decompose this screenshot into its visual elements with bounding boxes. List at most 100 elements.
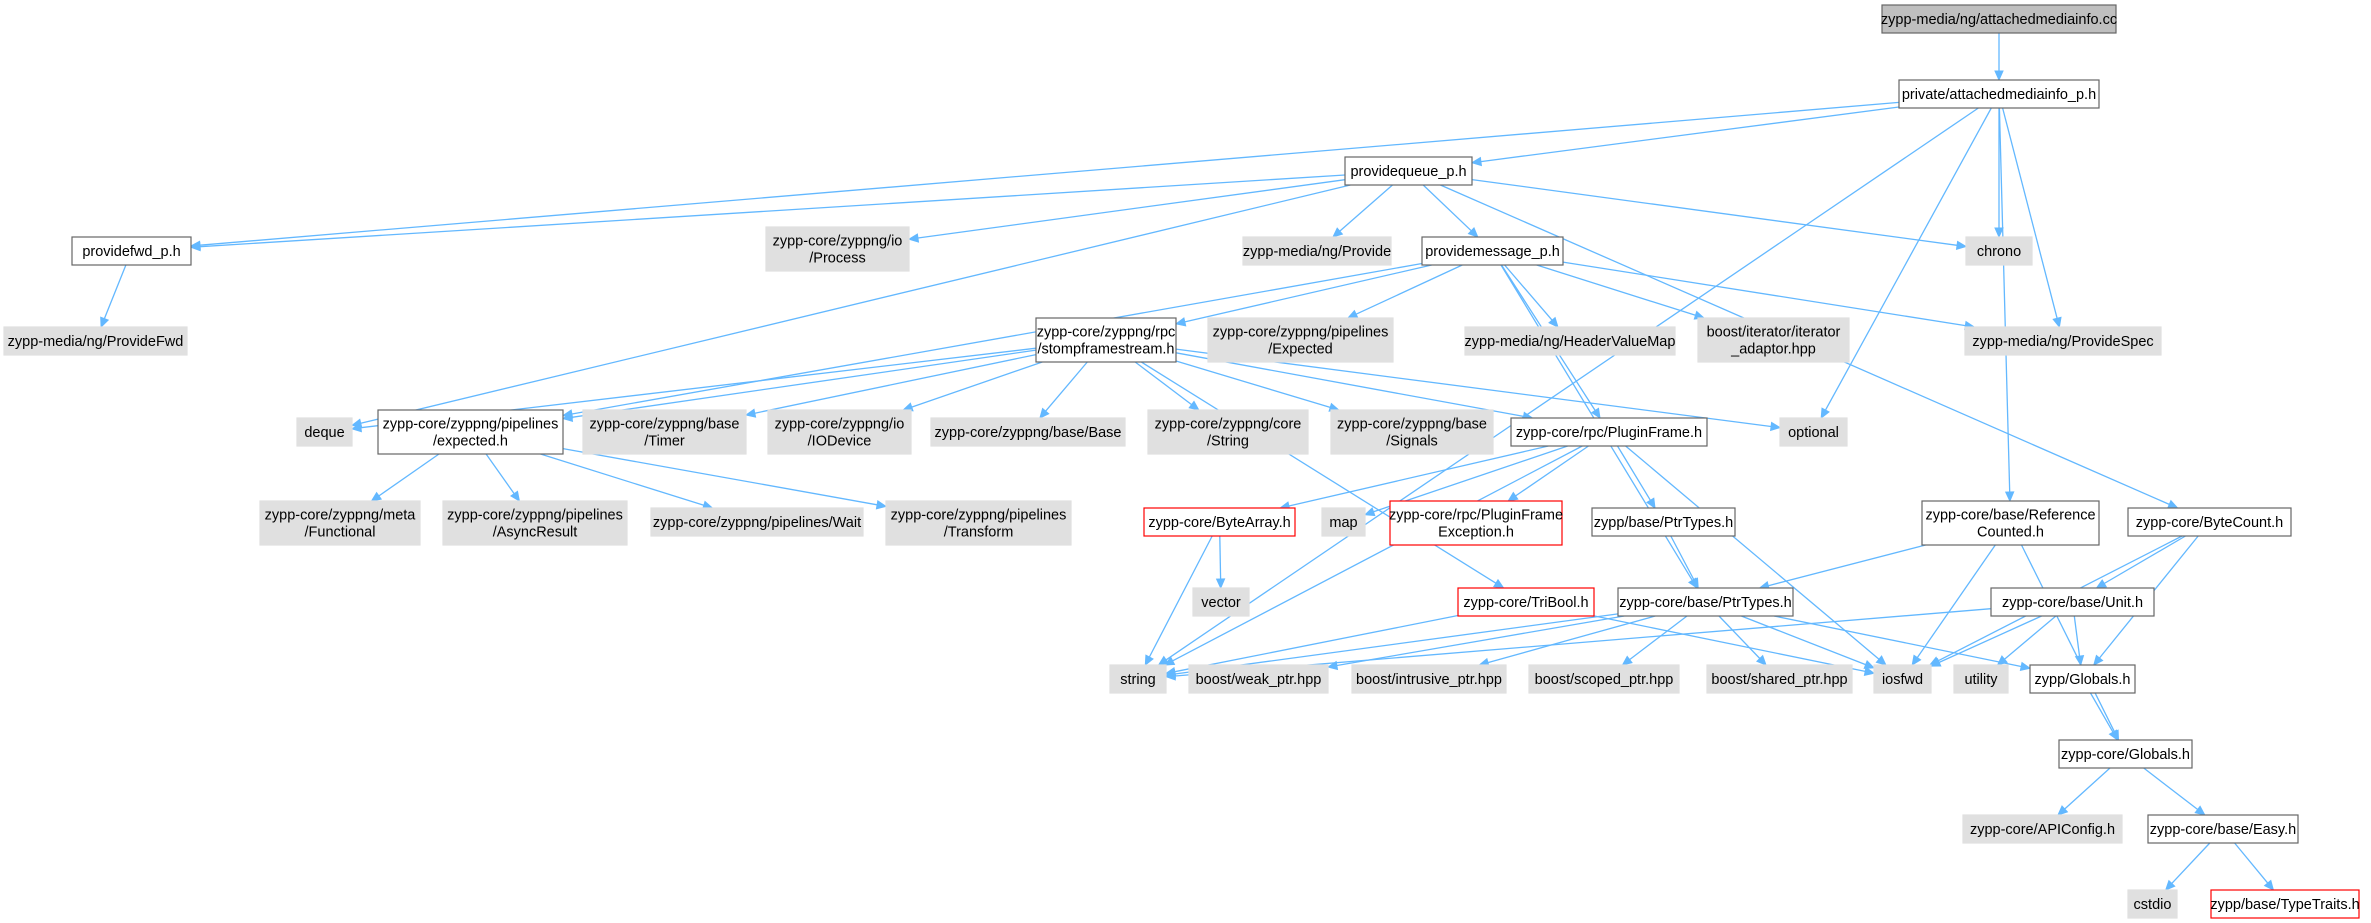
node-box bbox=[1035, 317, 1177, 363]
edge-stomp-to-timer bbox=[744, 353, 1037, 418]
node-label: boost/scoped_ptr.hpp bbox=[1535, 672, 1674, 688]
node-label: zypp-core/zyppng/base bbox=[590, 417, 740, 433]
node-label: zypp-core/zyppng/rpc bbox=[1037, 325, 1176, 341]
node-pframe[interactable]: zypp-core/rpc/PluginFrame.h bbox=[1510, 417, 1708, 447]
node-box bbox=[1242, 236, 1392, 266]
edge-pframe-to-pfexc bbox=[1507, 445, 1589, 502]
node-tribool[interactable]: zypp-core/TriBool.h bbox=[1457, 587, 1595, 617]
edge-expected-to-transform bbox=[562, 447, 888, 510]
edge-arrowhead bbox=[1756, 654, 1767, 666]
node-box bbox=[2029, 664, 2136, 694]
node-pfwd[interactable]: providefwd_p.h bbox=[71, 236, 192, 266]
edge-cbptr-to-zglob bbox=[1773, 615, 2032, 672]
node-box bbox=[2147, 814, 2299, 844]
node-vector: vector bbox=[1192, 587, 1250, 617]
node-label: private/attachedmediainfo_p.h bbox=[1902, 87, 2096, 103]
edge-arrowhead bbox=[2164, 879, 2176, 891]
edge-pami-to-pq bbox=[1470, 106, 1900, 167]
node-pmsg[interactable]: providemessage_p.h bbox=[1421, 236, 1564, 266]
edge-refc-to-iosfwd bbox=[1911, 544, 1996, 667]
edge-cbptr-to-weak bbox=[1326, 615, 1625, 671]
edge-arrowhead bbox=[2019, 661, 2032, 672]
edge-arrowhead bbox=[2263, 879, 2275, 891]
edge-arrowhead bbox=[1039, 407, 1050, 419]
node-pami[interactable]: private/attachedmediainfo_p.h bbox=[1898, 79, 2100, 109]
node-label: zypp/Globals.h bbox=[2035, 672, 2131, 688]
edge-pframe-to-zbptr bbox=[1616, 445, 1656, 510]
node-zglob[interactable]: zypp/Globals.h bbox=[2029, 664, 2136, 694]
node-box bbox=[1109, 664, 1167, 694]
edge-stomp-to-cstr bbox=[1134, 361, 1200, 411]
node-pq[interactable]: providequeue_p.h bbox=[1344, 156, 1473, 186]
node-label: /IODevice bbox=[808, 434, 872, 450]
edge-stomp-to-bbase bbox=[1039, 361, 1088, 419]
edge-line bbox=[2073, 615, 2081, 657]
edge-line bbox=[1184, 264, 1432, 323]
node-easy[interactable]: zypp-core/base/Easy.h bbox=[2147, 814, 2299, 844]
node-box bbox=[3, 326, 188, 356]
edge-line bbox=[2143, 767, 2199, 811]
node-label: deque bbox=[304, 425, 344, 441]
edge-arrowhead bbox=[1144, 654, 1154, 667]
node-cglob[interactable]: zypp-core/Globals.h bbox=[2058, 739, 2193, 769]
edge-expected-to-func bbox=[370, 453, 440, 502]
node-ngfwd: zypp-media/ng/ProvideFwd bbox=[3, 326, 188, 356]
edge-arrowhead bbox=[1875, 655, 1887, 666]
edge-arrowhead bbox=[509, 490, 521, 502]
node-box bbox=[1873, 664, 1932, 694]
node-box bbox=[650, 507, 864, 537]
node-box bbox=[1207, 317, 1394, 363]
edge-cglob-to-apiconf bbox=[2057, 767, 2111, 816]
edge-line bbox=[562, 447, 878, 506]
node-intr: boost/intrusive_ptr.hpp bbox=[1351, 664, 1507, 694]
edge-arrowhead bbox=[2095, 579, 2108, 589]
node-root[interactable]: zypp-media/ng/attachedmediainfo.cc bbox=[1881, 4, 2117, 34]
node-box bbox=[1351, 664, 1507, 694]
node-hvm: zypp-media/ng/HeaderValueMap bbox=[1464, 326, 1676, 356]
node-label: providequeue_p.h bbox=[1350, 164, 1466, 180]
node-stomp[interactable]: zypp-core/zyppng/rpc/stompframestream.h bbox=[1035, 317, 1177, 363]
node-cbptr[interactable]: zypp-core/base/PtrTypes.h bbox=[1617, 587, 1794, 617]
node-label: /AsyncResult bbox=[493, 525, 578, 541]
edge-line bbox=[1219, 535, 1222, 580]
node-box bbox=[1321, 507, 1366, 537]
node-zbptr[interactable]: zypp/base/PtrTypes.h bbox=[1591, 507, 1736, 537]
edge-unit-to-zglob bbox=[2073, 615, 2085, 667]
edge-tribool-to-iosfwd bbox=[1593, 615, 1876, 676]
node-box bbox=[71, 236, 192, 266]
node-bytecount[interactable]: zypp-core/ByteCount.h bbox=[2127, 507, 2292, 537]
node-plexp: zypp-core/zyppng/pipelines/Expected bbox=[1207, 317, 1394, 363]
edge-pq-to-chrono bbox=[1471, 178, 1968, 250]
edge-line bbox=[1938, 615, 2042, 663]
node-box bbox=[1591, 507, 1736, 537]
node-label: zypp-core/zyppng/pipelines bbox=[383, 417, 559, 433]
node-label: zypp-core/ByteArray.h bbox=[1148, 515, 1290, 531]
node-iosfwd: iosfwd bbox=[1873, 664, 1932, 694]
edge-arrowhead bbox=[370, 491, 383, 502]
node-unit[interactable]: zypp-core/base/Unit.h bbox=[1990, 587, 2155, 617]
edge-pmsg-to-stomp bbox=[1174, 264, 1432, 327]
node-label: zypp-core/zyppng/meta bbox=[265, 508, 417, 524]
node-deque: deque bbox=[296, 417, 353, 447]
edge-arrowhead bbox=[1994, 70, 2004, 82]
edge-arrowhead bbox=[1929, 657, 1942, 667]
node-typetraits[interactable]: zypp/base/TypeTraits.h bbox=[2210, 889, 2360, 919]
edge-arrowhead bbox=[2004, 491, 2015, 503]
edge-line bbox=[571, 349, 1037, 418]
node-label: Counted.h bbox=[1977, 525, 2044, 541]
node-bbase: zypp-core/zyppng/base/Base bbox=[930, 417, 1126, 447]
edge-pami-to-chrono bbox=[1994, 108, 2004, 239]
node-label: zypp-core/TriBool.h bbox=[1463, 595, 1588, 611]
edge-bytecount-to-unit bbox=[2095, 535, 2186, 589]
edge-line bbox=[1768, 544, 1926, 587]
node-label: boost/weak_ptr.hpp bbox=[1196, 672, 1322, 688]
node-expected[interactable]: zypp-core/zyppng/pipelines/expected.h bbox=[377, 409, 564, 455]
node-bytearray[interactable]: zypp-core/ByteArray.h bbox=[1143, 507, 1296, 537]
node-label: vector bbox=[1201, 595, 1241, 611]
node-map: map bbox=[1321, 507, 1366, 537]
edge-arrowhead bbox=[1548, 316, 1559, 328]
edge-arrowhead bbox=[2108, 729, 2119, 742]
